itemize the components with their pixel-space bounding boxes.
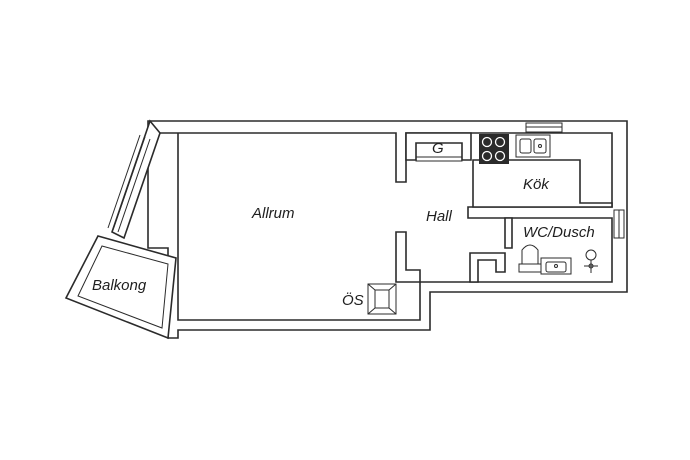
bathroom-wall xyxy=(504,217,513,249)
balcony-inner xyxy=(77,245,169,329)
tiled-stove-icon xyxy=(367,283,397,315)
toilet-icon xyxy=(518,244,542,273)
west-window xyxy=(107,134,151,233)
hall-wall xyxy=(395,231,421,283)
closet-g xyxy=(405,132,472,162)
room-label-wc: WC/Dusch xyxy=(523,224,595,241)
room-label-allrum: Allrum xyxy=(251,205,295,222)
room-label-hall: Hall xyxy=(426,208,453,225)
balcony xyxy=(64,235,177,340)
bathroom-window xyxy=(613,209,625,239)
room-label-kok: Kök xyxy=(523,176,550,193)
washbasin-icon xyxy=(540,257,572,275)
hall-bath-wall xyxy=(469,252,506,283)
room-label-balkong: Balkong xyxy=(92,277,147,294)
kitchen-window xyxy=(525,122,563,133)
sink-icon xyxy=(515,134,551,158)
kitchen-wall xyxy=(472,159,613,208)
stove-icon xyxy=(479,134,509,164)
outer-wall xyxy=(147,120,628,339)
shower-icon xyxy=(584,249,598,273)
room-label-g: G xyxy=(432,140,444,157)
room-label-os: ÖS xyxy=(342,291,364,309)
